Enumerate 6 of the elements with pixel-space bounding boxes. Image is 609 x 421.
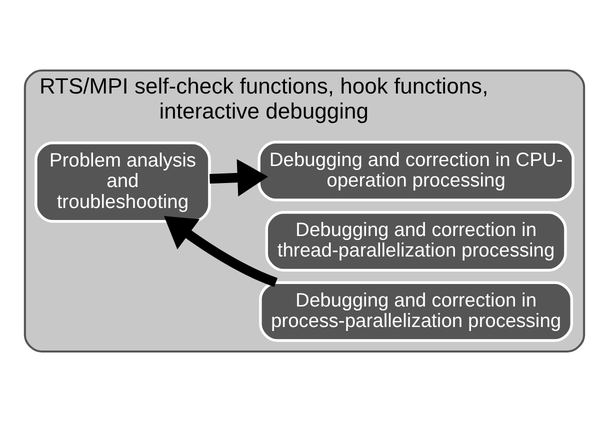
node-box: Debugging and correction in CPU-operation processing xyxy=(258,140,574,201)
node-box: Problem analysis and troubleshooting xyxy=(34,140,211,222)
arrow xyxy=(210,158,268,196)
arrow xyxy=(164,216,278,287)
node-box: Debugging and correction in thread-parallelization processing xyxy=(265,210,567,272)
node-box: Debugging and correction in process-parallelization processing xyxy=(259,280,574,342)
